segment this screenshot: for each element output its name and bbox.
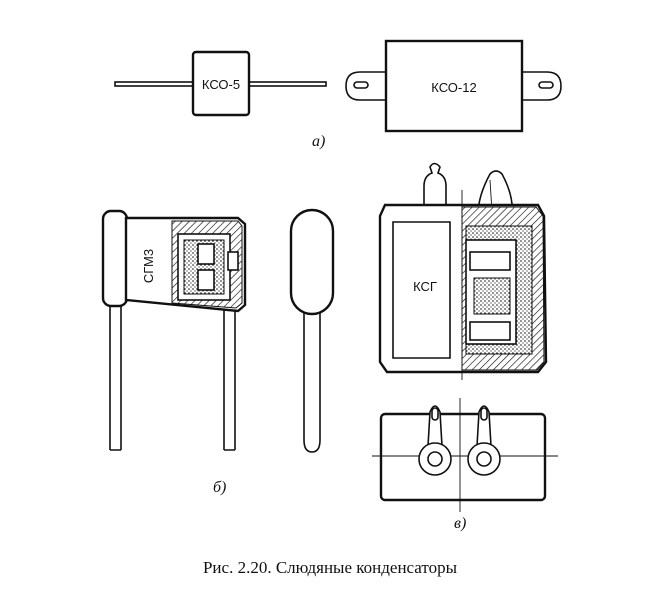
caption-v: в)	[454, 515, 466, 532]
sgm3-end-body	[289, 208, 335, 316]
figure-caption: Рис. 2.20. Слюдяные конденсаторы	[203, 558, 458, 577]
kso12-label: КСО-12	[431, 80, 476, 95]
sgm3-side-tab	[227, 251, 239, 271]
sgm3-label: СГМ3	[141, 249, 156, 283]
kso5-label: КСО-5	[202, 77, 240, 92]
kso5-body	[191, 50, 251, 117]
ksg-mica-stack	[473, 277, 511, 315]
sgm3-clamp-upper	[197, 243, 215, 265]
ksg-bottom-terminal-right-slot	[480, 407, 488, 421]
ksg-bottom-terminal-left-slot	[431, 407, 439, 421]
capacitor-kso12: КСО-12	[345, 39, 562, 133]
capacitor-kso5: КСО-5	[114, 50, 327, 117]
ksg-front-face	[392, 221, 451, 359]
kso12-lug-hole-left	[353, 81, 369, 89]
capacitor-ksg-bottom-view	[372, 398, 558, 512]
sgm3-end-lead	[303, 300, 321, 453]
ksg-bottom-terminal-left-inner	[427, 451, 443, 467]
ksg-bottom-body	[379, 412, 547, 502]
ksg-contact-plate-upper	[469, 251, 511, 271]
ksg-label: КСГ	[413, 279, 437, 294]
ksg-bottom-terminal-right-inner	[476, 451, 492, 467]
ksg-contact-plate-lower	[469, 321, 511, 341]
caption-b: б)	[213, 479, 226, 496]
capacitor-ksg-front-view: КСГ	[378, 162, 548, 380]
ksg-terminal-left	[423, 162, 447, 211]
sgm3-clamp-lower	[197, 269, 215, 291]
caption-a: а)	[312, 133, 325, 150]
sgm3-lead-left	[109, 300, 122, 451]
kso12-body	[384, 39, 524, 133]
sgm3-lead-right	[223, 310, 236, 451]
sgm3-end-cap	[101, 209, 129, 308]
capacitor-sgm3-side-view: СГМ3	[101, 209, 247, 451]
kso5-lead-left	[114, 81, 195, 87]
kso5-lead-right	[247, 81, 327, 87]
kso12-lug-hole-right	[538, 81, 554, 89]
capacitor-sgm3-end-view	[289, 208, 335, 453]
